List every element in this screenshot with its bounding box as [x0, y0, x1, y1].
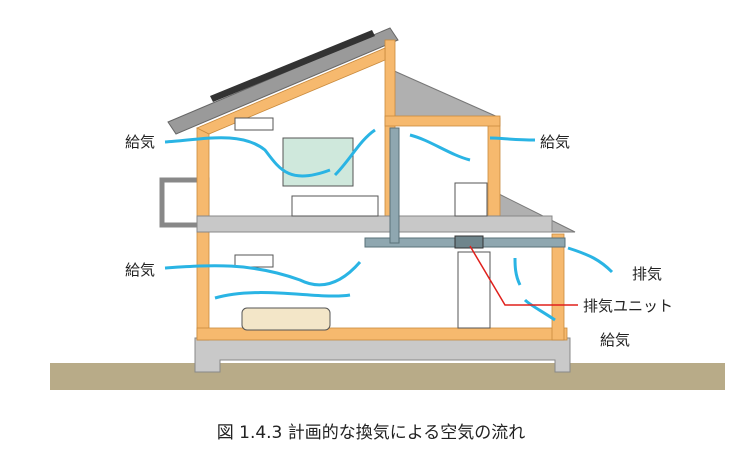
exhaust-unit [454, 235, 484, 249]
label-exhaust: 排気 [632, 265, 663, 283]
attic-right [391, 69, 501, 119]
label-supply-lower-left: 給気 [125, 261, 156, 279]
air-conditioner-lower [234, 254, 274, 268]
solar-panel [210, 30, 375, 102]
figure-caption: 図 1.4.3 計画的な換気による空気の流れ [216, 423, 526, 443]
airflow-arrows [164, 128, 614, 322]
desk [454, 182, 488, 217]
window [282, 137, 354, 187]
second-floor-slab [196, 215, 553, 233]
air-conditioner-upper [234, 117, 274, 131]
main-roof [167, 27, 399, 135]
refrigerator [457, 251, 491, 329]
label-supply-lower-right: 給気 [600, 331, 631, 349]
ground [50, 363, 725, 390]
label-supply-upper-left: 給気 [125, 133, 156, 151]
foundation [194, 337, 571, 373]
exhaust-unit-leader [469, 245, 578, 306]
label-exhaust-unit: 排気ユニット [583, 297, 674, 315]
label-supply-upper-right: 給気 [540, 133, 571, 151]
bed [291, 195, 379, 217]
duct-vertical [389, 127, 400, 244]
sofa [241, 307, 331, 331]
